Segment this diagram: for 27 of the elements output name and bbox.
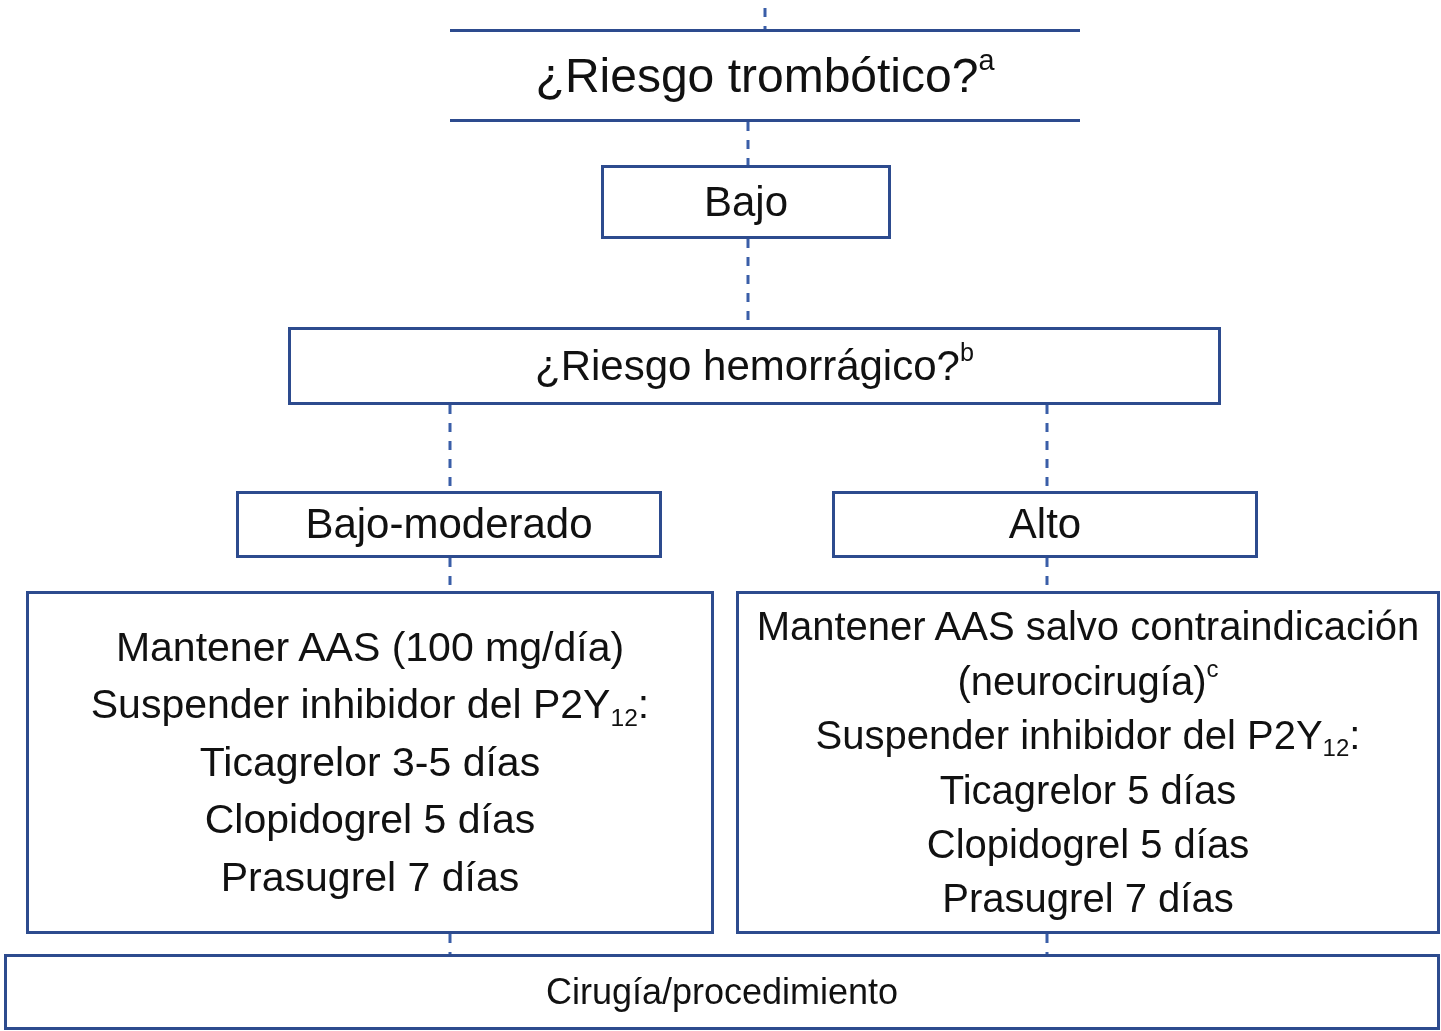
instruction-box <box>736 591 1440 934</box>
node-text: Ticagrelor 3-5 días <box>199 737 541 787</box>
connector-line <box>763 8 767 29</box>
decision-box <box>236 491 662 558</box>
question-box <box>288 327 1221 405</box>
connector-line <box>1045 934 1049 954</box>
node-text: Ticagrelor 5 días <box>939 766 1237 814</box>
decision-box <box>601 165 891 239</box>
connector-line <box>448 934 452 954</box>
node-text: Cirugía/procedimiento <box>545 969 899 1014</box>
connector-line <box>746 122 750 165</box>
node-text: Clopidogrel 5 días <box>926 820 1250 868</box>
node-text: ¿Riesgo hemorrágico?$^{b}$ <box>535 336 974 391</box>
node-text: Prasugrel 7 días <box>942 875 1234 923</box>
outcome-box <box>4 954 1440 1030</box>
node-text: Bajo <box>703 176 789 227</box>
node-text: Suspender inhibidor del P2Y$_{12}$: <box>815 712 1361 763</box>
node-text: Bajo-moderado <box>305 499 593 550</box>
instruction-box <box>26 591 714 934</box>
node-text: Prasugrel 7 días <box>220 852 520 902</box>
node-text: Suspender inhibidor del P2Y$_{12}$: <box>90 680 650 733</box>
node-text: Clopidogrel 5 días <box>204 795 536 845</box>
node-text: Alto <box>1008 499 1082 550</box>
decision-box <box>832 491 1258 558</box>
node-text: Mantener AAS salvo contraindicación (neurocirugía)$^{c}$ <box>755 603 1421 705</box>
node-text: ¿Riesgo trombótico?$^{a}$ <box>535 43 995 104</box>
node-text: Mantener AAS (100 mg/día) <box>115 623 625 672</box>
